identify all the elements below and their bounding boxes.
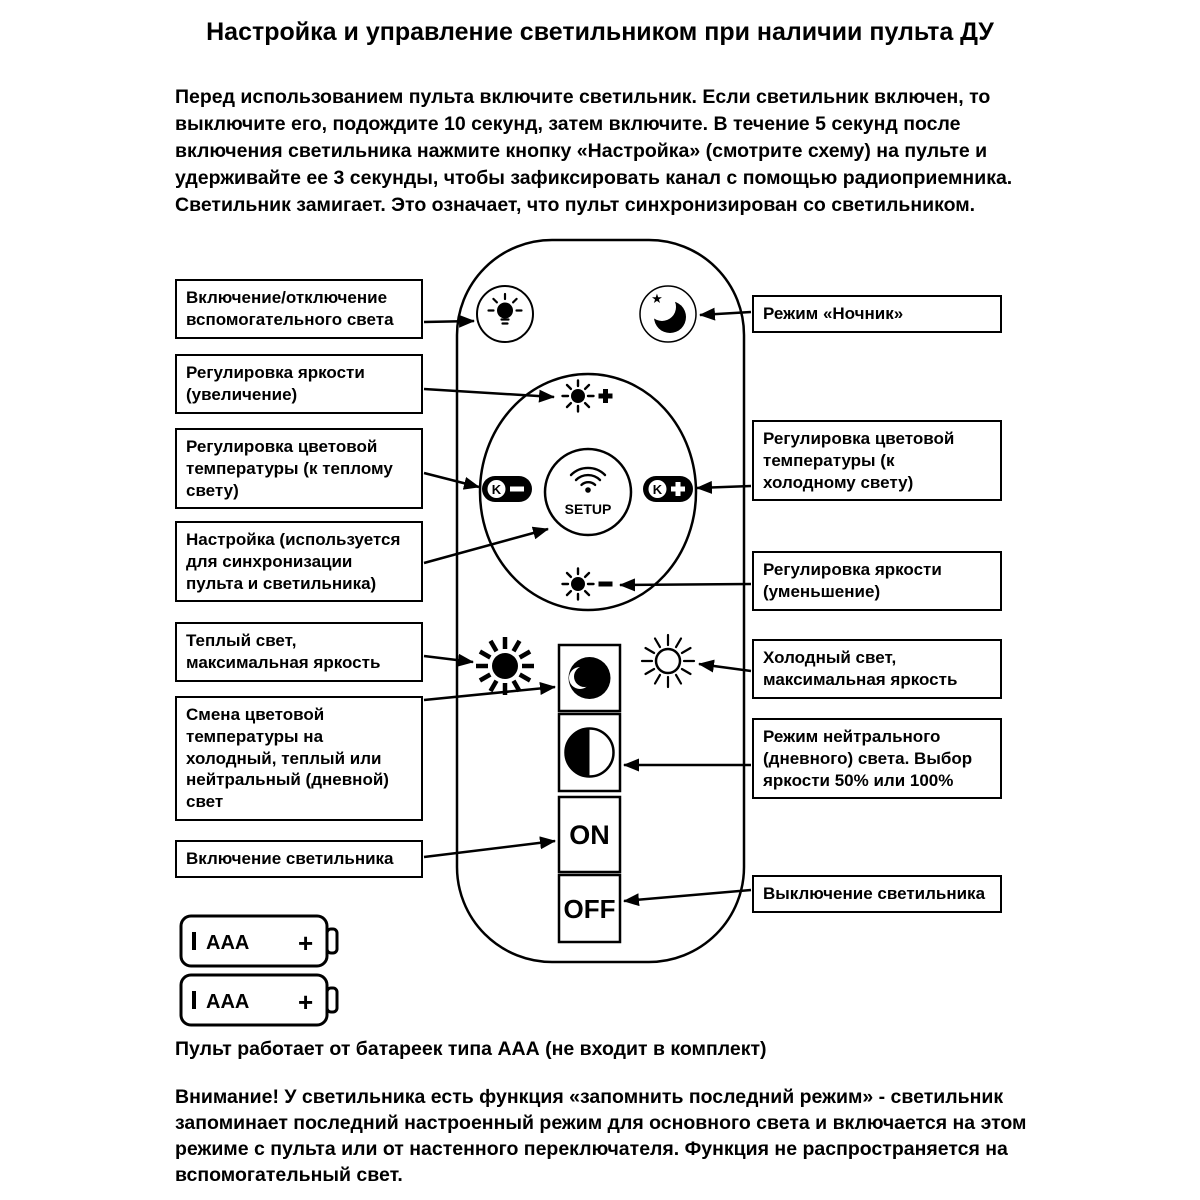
aux-light-button xyxy=(476,285,534,343)
arrow-warm-max xyxy=(423,653,474,667)
k-plus-label: K xyxy=(653,482,663,497)
color-cycle-button: K xyxy=(557,643,622,713)
battery-icon-1: AAA + xyxy=(179,914,339,968)
off-label: OFF xyxy=(564,894,616,924)
page-title: Настройка и управление светильником при … xyxy=(206,18,994,46)
k-cycle-label: K xyxy=(592,672,603,689)
arrow-brightness-up xyxy=(423,387,555,403)
callout-setup: Настройка (используется для синхронизаци… xyxy=(175,521,423,603)
on-button: ON xyxy=(557,795,622,874)
callout-brightness-up: Регулировка яркости (увеличение) xyxy=(175,354,423,414)
k-minus-label: K xyxy=(492,482,502,497)
arrow-night-mode xyxy=(699,307,752,321)
battery-plus-mark: + xyxy=(298,928,313,958)
setup-label: SETUP xyxy=(565,501,612,517)
signal-icon xyxy=(569,466,607,493)
battery-plus-mark: + xyxy=(298,987,313,1017)
arrow-off xyxy=(623,888,752,907)
off-button: OFF xyxy=(557,873,622,944)
arrow-color-cycle xyxy=(423,682,556,702)
color-temp-warm-button: K xyxy=(482,476,532,502)
arrow-cold-max xyxy=(698,659,752,673)
warm-max-sun-icon xyxy=(476,637,534,695)
arrow-setup xyxy=(423,526,549,565)
callout-cold-max: Холодный свет, максимальная яркость xyxy=(752,639,1002,699)
battery-type-label: AAA xyxy=(206,991,249,1013)
brightness-down-icon xyxy=(561,567,613,601)
brightness-up-icon xyxy=(561,379,613,413)
setup-button: SETUP xyxy=(543,447,633,537)
battery-terminal xyxy=(325,986,339,1014)
arrow-brightness-down xyxy=(619,578,752,592)
callout-power-on: Включение светильника xyxy=(175,840,423,878)
cold-max-sun-icon xyxy=(640,633,696,689)
arrow-cold-temp xyxy=(696,480,752,494)
neutral-mode-button xyxy=(557,712,622,793)
callout-neutral-mode: Режим нейтрального (дневного) света. Выб… xyxy=(752,718,1002,800)
callout-warm-max: Теплый свет, максимальная яркость xyxy=(175,622,423,682)
battery-type-label: AAA xyxy=(206,932,249,954)
arrow-on xyxy=(423,836,556,859)
moon-k-icon: K xyxy=(568,657,611,699)
callout-cold-temp: Регулировка цветовой температуры (к холо… xyxy=(752,420,1002,502)
warning-note: Внимание! У светильника есть функция «за… xyxy=(175,1086,1027,1187)
battery-minus-mark xyxy=(192,932,196,950)
battery-minus-mark xyxy=(192,991,196,1009)
battery-terminal xyxy=(325,927,339,955)
color-temp-cold-button: K xyxy=(643,476,693,502)
battery-icon-2: AAA + xyxy=(179,973,339,1027)
arrow-aux-light xyxy=(423,314,475,328)
bulb-icon xyxy=(487,292,523,325)
arrow-warm-temp xyxy=(423,471,480,490)
on-label: ON xyxy=(569,820,610,850)
moon-icon xyxy=(648,293,686,333)
callout-warm-temp: Регулировка цветовой температуры (к тепл… xyxy=(175,428,423,510)
callout-arrows xyxy=(423,307,752,907)
intro-paragraph: Перед использованием пульта включите све… xyxy=(175,86,1013,216)
night-mode-button: ★ xyxy=(639,285,697,343)
minus-icon xyxy=(510,486,524,492)
star-icon: ★ xyxy=(651,291,663,306)
half-circle-icon xyxy=(564,727,615,778)
plus-icon xyxy=(675,482,681,496)
callout-power-off: Выключение светильника xyxy=(752,875,1002,913)
callout-color-cycle: Смена цветовой температуры на холодный, … xyxy=(175,696,423,821)
battery-note: Пульт работает от батареек типа ААА (не … xyxy=(175,1038,767,1060)
callout-aux-light-toggle: Включение/отключение вспомогательного св… xyxy=(175,279,423,339)
callout-brightness-down: Регулировка яркости (уменьшение) xyxy=(752,551,1002,611)
callout-night-mode: Режим «Ночник» xyxy=(752,295,1002,333)
